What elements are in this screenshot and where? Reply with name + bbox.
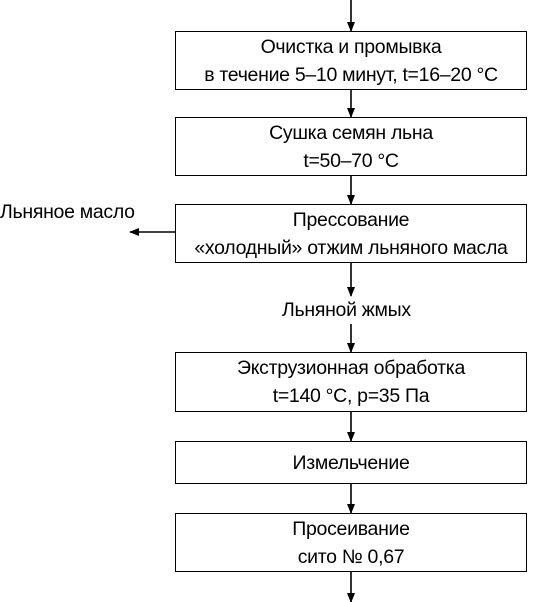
step-drying: Сушка семян льна t=50–70 °С bbox=[175, 117, 527, 176]
step-cleaning-washing: Очистка и промывка в течение 5–10 минут,… bbox=[175, 31, 527, 90]
cake-output-label: Льняной жмых bbox=[282, 299, 411, 321]
step-cleaning-detail: в течение 5–10 минут, t=16–20 °С bbox=[204, 63, 498, 86]
step-sifting: Просеивание сито № 0,67 bbox=[175, 513, 527, 572]
step-extrusion-detail: t=140 °С, p=35 Па bbox=[272, 385, 430, 407]
step-extrusion: Экструзионная обработка t=140 °С, p=35 П… bbox=[175, 352, 527, 412]
step-extrusion-title: Экструзионная обработка bbox=[237, 357, 465, 379]
step-cleaning-title: Очистка и промывка bbox=[260, 35, 442, 58]
step-sifting-detail: сито № 0,67 bbox=[297, 545, 405, 568]
oil-output-label: Льняное масло bbox=[0, 201, 135, 223]
step-drying-title: Сушка семян льна bbox=[269, 121, 433, 144]
step-pressing-title: Прессование bbox=[292, 208, 410, 231]
step-drying-detail: t=50–70 °С bbox=[303, 149, 399, 172]
step-pressing: Прессование «холодный» отжим льняного ма… bbox=[175, 204, 527, 263]
step-grinding: Измельчение bbox=[175, 441, 527, 484]
step-pressing-detail: «холодный» отжим льняного масла bbox=[194, 236, 508, 259]
step-grinding-title: Измельчение bbox=[292, 451, 410, 474]
step-sifting-title: Просеивание bbox=[292, 517, 410, 540]
